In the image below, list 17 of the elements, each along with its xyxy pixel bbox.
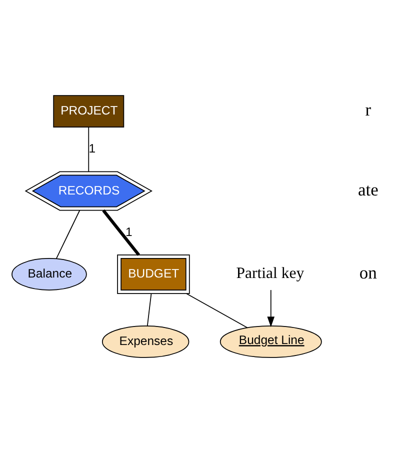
label: r	[365, 99, 372, 120]
node-ellipse: Budget Line	[220, 325, 322, 358]
node-box: BUDGET	[117, 254, 190, 294]
connector	[102, 208, 140, 256]
connector	[88, 126, 90, 172]
label: on	[359, 262, 377, 282]
edge-label: 1	[126, 224, 132, 238]
edge-label: 1	[88, 141, 96, 156]
connector	[146, 292, 152, 326]
node-ellipse: Expenses	[102, 325, 190, 358]
node-text: Partial key	[236, 264, 304, 282]
node-ellipse: Balance	[12, 258, 87, 290]
connector	[56, 209, 80, 259]
arrow	[267, 289, 275, 327]
label: ate	[358, 178, 378, 199]
connector	[186, 292, 248, 328]
node-box: PROJECT	[53, 94, 124, 127]
